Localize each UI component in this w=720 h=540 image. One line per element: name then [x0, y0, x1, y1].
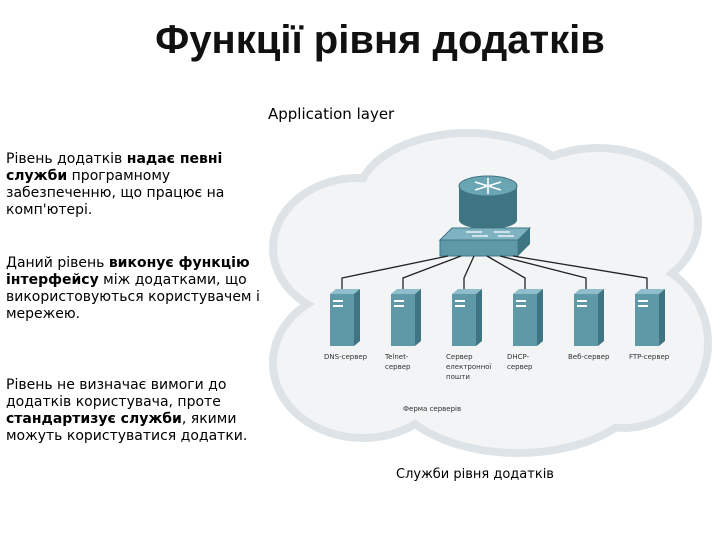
link-line — [463, 255, 475, 294]
server-label: електронної — [446, 363, 492, 371]
network-diagram: DNS-сервер Telnet-сервер Сервер електронної… — [269, 129, 712, 457]
paragraph-2: Даний рівень виконує функцію інтерфейсу … — [6, 255, 268, 323]
switch-icon — [438, 227, 532, 257]
paragraph-text: Рівень не визначає вимоги до додатків ко… — [6, 377, 227, 410]
link-line — [341, 255, 449, 294]
server-label: сервер — [385, 363, 411, 371]
router-icon — [458, 175, 518, 229]
server-label: DHCP- — [507, 353, 530, 361]
server-icon — [452, 289, 482, 346]
diagram-subtitle: Application layer — [268, 105, 395, 123]
paragraph-text: надає певні служби — [6, 151, 223, 184]
server-label: FTP-сервер — [629, 353, 670, 361]
link-line — [402, 255, 462, 294]
paragraph-text: програмному забезпеченню, що працює на к… — [6, 168, 225, 218]
paragraph-text: Даний рівень — [6, 255, 109, 271]
server-label: Telnet- — [384, 353, 409, 361]
diagram-caption: Служби рівня додатків — [396, 467, 554, 482]
paragraph-text: стандартизує служби — [6, 411, 182, 427]
paragraph-text: між додатками, що використовуються корис… — [6, 272, 260, 322]
paragraph-text: виконує функцію інтерфейсу — [6, 255, 250, 288]
link-line — [512, 255, 648, 294]
server-label: Веб-сервер — [568, 353, 610, 361]
server-icon — [330, 289, 360, 346]
link-line — [486, 255, 526, 294]
paragraph-3: Рівень не визначає вимоги до додатків ко… — [6, 377, 268, 445]
server-farm-label: Ферма серверів — [403, 405, 461, 413]
server-icon — [635, 289, 665, 346]
server-farm: DNS-сервер Telnet-сервер Сервер електронної… — [324, 289, 670, 381]
link-line — [499, 255, 587, 294]
server-label: Сервер — [446, 353, 473, 361]
server-icon — [513, 289, 543, 346]
server-label: DNS-сервер — [324, 353, 368, 361]
paragraph-text: , якими можуть користуватися додатки. — [6, 411, 248, 444]
server-icon — [391, 289, 421, 346]
paragraph-1: Рівень додатків надає певні служби прогр… — [6, 151, 268, 219]
page-title: Функції рівня додатків — [155, 18, 605, 62]
network-links — [341, 255, 648, 294]
paragraph-text: Рівень додатків — [6, 151, 127, 167]
server-label: сервер — [507, 363, 533, 371]
server-label: пошти — [446, 373, 470, 381]
server-icon — [574, 289, 604, 346]
